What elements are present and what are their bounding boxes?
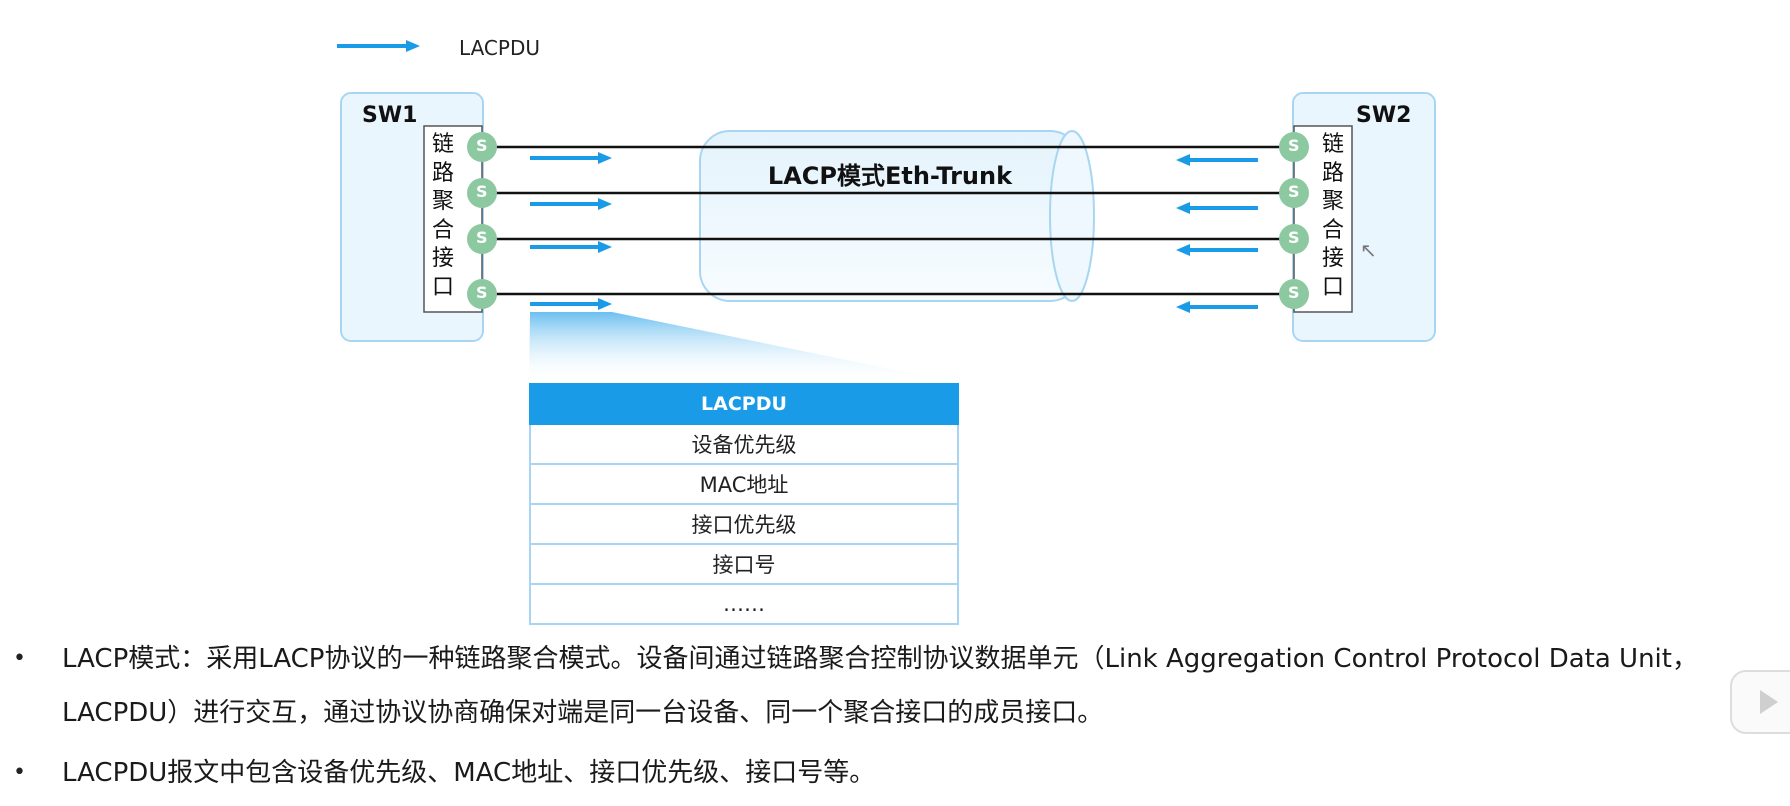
- port-icon: [1279, 224, 1309, 254]
- lacpdu-fields-table: LACPDU 设备优先级 MAC地址 接口优先级 接口号 ……: [529, 383, 959, 625]
- port-label: S: [1288, 182, 1300, 201]
- member-links: [482, 145, 1294, 296]
- port-label: S: [476, 228, 488, 247]
- bullet-marker: •: [13, 646, 26, 671]
- sw2-label: SW2: [1356, 103, 1412, 128]
- sw1-label: SW1: [362, 103, 418, 128]
- zoom-fan: [529, 312, 959, 383]
- sw1-interface-label: 链 路 聚 合 接 口: [431, 132, 454, 300]
- trunk-title: LACP模式Eth-Trunk: [767, 162, 1013, 190]
- table-row: 接口优先级: [529, 503, 959, 545]
- bullet-text: LACPDU报文中包含设备优先级、MAC地址、接口优先级、接口号等。: [62, 758, 876, 788]
- port-icon: [467, 132, 497, 162]
- table-row: 接口号: [529, 543, 959, 585]
- port-icon: [1279, 279, 1309, 309]
- cursor-icon: ↖: [1360, 238, 1377, 262]
- port-label: S: [1288, 228, 1300, 247]
- port-icon: [1279, 178, 1309, 208]
- port-label: S: [476, 136, 488, 155]
- sw1-ports: [467, 132, 497, 309]
- table-row: MAC地址: [529, 463, 959, 505]
- port-icon: [1279, 132, 1309, 162]
- lacpdu-arrows-to-sw1: [1176, 154, 1258, 313]
- table-header: LACPDU: [529, 383, 959, 425]
- port-label: S: [476, 283, 488, 302]
- port-icon: [467, 279, 497, 309]
- port-icon: [467, 224, 497, 254]
- sw2-ports: [1279, 132, 1309, 309]
- lacpdu-arrows-to-sw2: [530, 152, 612, 310]
- bullet-marker: •: [13, 760, 26, 785]
- port-label: S: [1288, 283, 1300, 302]
- play-icon[interactable]: [1730, 670, 1790, 734]
- sw2-interface-label: 链 路 聚 合 接 口: [1321, 132, 1344, 300]
- port-icon: [467, 178, 497, 208]
- port-label: S: [476, 182, 488, 201]
- table-row: ……: [529, 583, 959, 625]
- eth-trunk-tube: [699, 130, 1095, 302]
- legend-label: LACPDU: [459, 36, 540, 60]
- table-row: 设备优先级: [529, 423, 959, 465]
- legend-arrow-icon: [337, 40, 420, 52]
- port-label: S: [1288, 136, 1300, 155]
- bullet-text: LACP模式：采用LACP协议的一种链路聚合模式。设备间通过链路聚合控制协议数据…: [62, 644, 1698, 728]
